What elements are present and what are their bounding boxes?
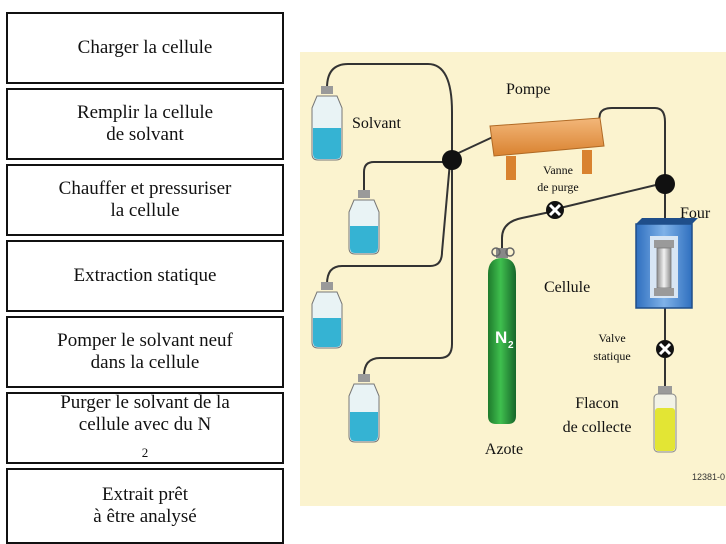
label-flask-2: de collecte [563, 419, 632, 436]
procedure-steps: Charger la cellule Remplir la cellule de… [0, 0, 292, 544]
manifold-junction [442, 150, 462, 170]
label-purge-valve-1: Vanne [543, 163, 573, 177]
solvent-bottle-1 [311, 86, 343, 161]
tank-symbol: N [495, 328, 507, 347]
step-load-cell: Charger la cellule [6, 12, 284, 84]
step-text: dans la cellule [90, 352, 200, 373]
tube-bottle3 [326, 161, 451, 285]
solvent-bottle-2 [348, 190, 380, 255]
nitrogen-tank [488, 247, 516, 424]
extraction-cell [654, 240, 674, 296]
step-text-main: cellule avec du N [78, 414, 212, 435]
diagram-svg: Solvant Pompe Vanne de purge Four Cellul… [300, 52, 726, 506]
label-nitrogen: Azote [485, 441, 523, 458]
tube-junction-to-purge [559, 183, 661, 209]
tubing [326, 63, 666, 388]
label-cell: Cellule [544, 279, 590, 296]
tube-bottle1 [326, 63, 453, 156]
subscript: 2 [141, 445, 149, 460]
step-text: Pomper le solvant neuf [57, 330, 233, 351]
label-solvent: Solvant [352, 115, 401, 132]
tube-bottle2 [363, 161, 450, 192]
step-text: Remplir la cellule [76, 102, 214, 123]
step-text: la cellule [110, 200, 180, 221]
tube-purge-to-tank [501, 211, 551, 248]
step-purge-nitrogen: Purger le solvant de la cellule avec du … [6, 392, 284, 464]
pump [489, 117, 605, 180]
label-pump: Pompe [506, 81, 550, 98]
step-text: Extrait prêt [102, 484, 188, 505]
label-purge-valve-2: de purge [537, 180, 578, 194]
static-valve-icon [656, 340, 674, 358]
step-heat-pressurize: Chauffer et pressuriser la cellule [6, 164, 284, 236]
step-static-extraction: Extraction statique [6, 240, 284, 312]
step-text: Extraction statique [73, 265, 217, 286]
step-fill-solvent: Remplir la cellule de solvant [6, 88, 284, 160]
step-text: Purger le solvant de la [60, 392, 230, 413]
step-text: Charger la cellule [77, 37, 213, 58]
tube-to-pump [451, 135, 496, 157]
collection-flask [653, 386, 677, 453]
step-pump-fresh-solvent: Pomper le solvant neuf dans la cellule [6, 316, 284, 388]
step-text: cellule avec du N 2 [79, 414, 211, 464]
label-static-valve-1: Valve [598, 331, 625, 345]
step-text: de solvant [106, 124, 184, 145]
purge-valve-icon [546, 201, 564, 219]
tank-symbol-subscript: 2 [508, 340, 514, 351]
solvent-bottle-4 [348, 374, 380, 443]
figure-code: 12381-0 [692, 472, 725, 482]
step-extract-ready: Extrait prêt à être analysé [6, 468, 284, 544]
outlet-junction [655, 174, 675, 194]
tube-pump-to-junction [597, 107, 666, 180]
solvent-bottle-3 [311, 282, 343, 349]
tube-bottle4 [363, 162, 453, 377]
label-flask-1: Flacon [575, 395, 619, 412]
label-static-valve-2: statique [593, 349, 630, 363]
extraction-system-diagram: Solvant Pompe Vanne de purge Four Cellul… [300, 52, 726, 506]
step-text: Chauffer et pressuriser [58, 178, 232, 199]
label-oven: Four [680, 205, 711, 222]
step-text: à être analysé [93, 506, 197, 527]
